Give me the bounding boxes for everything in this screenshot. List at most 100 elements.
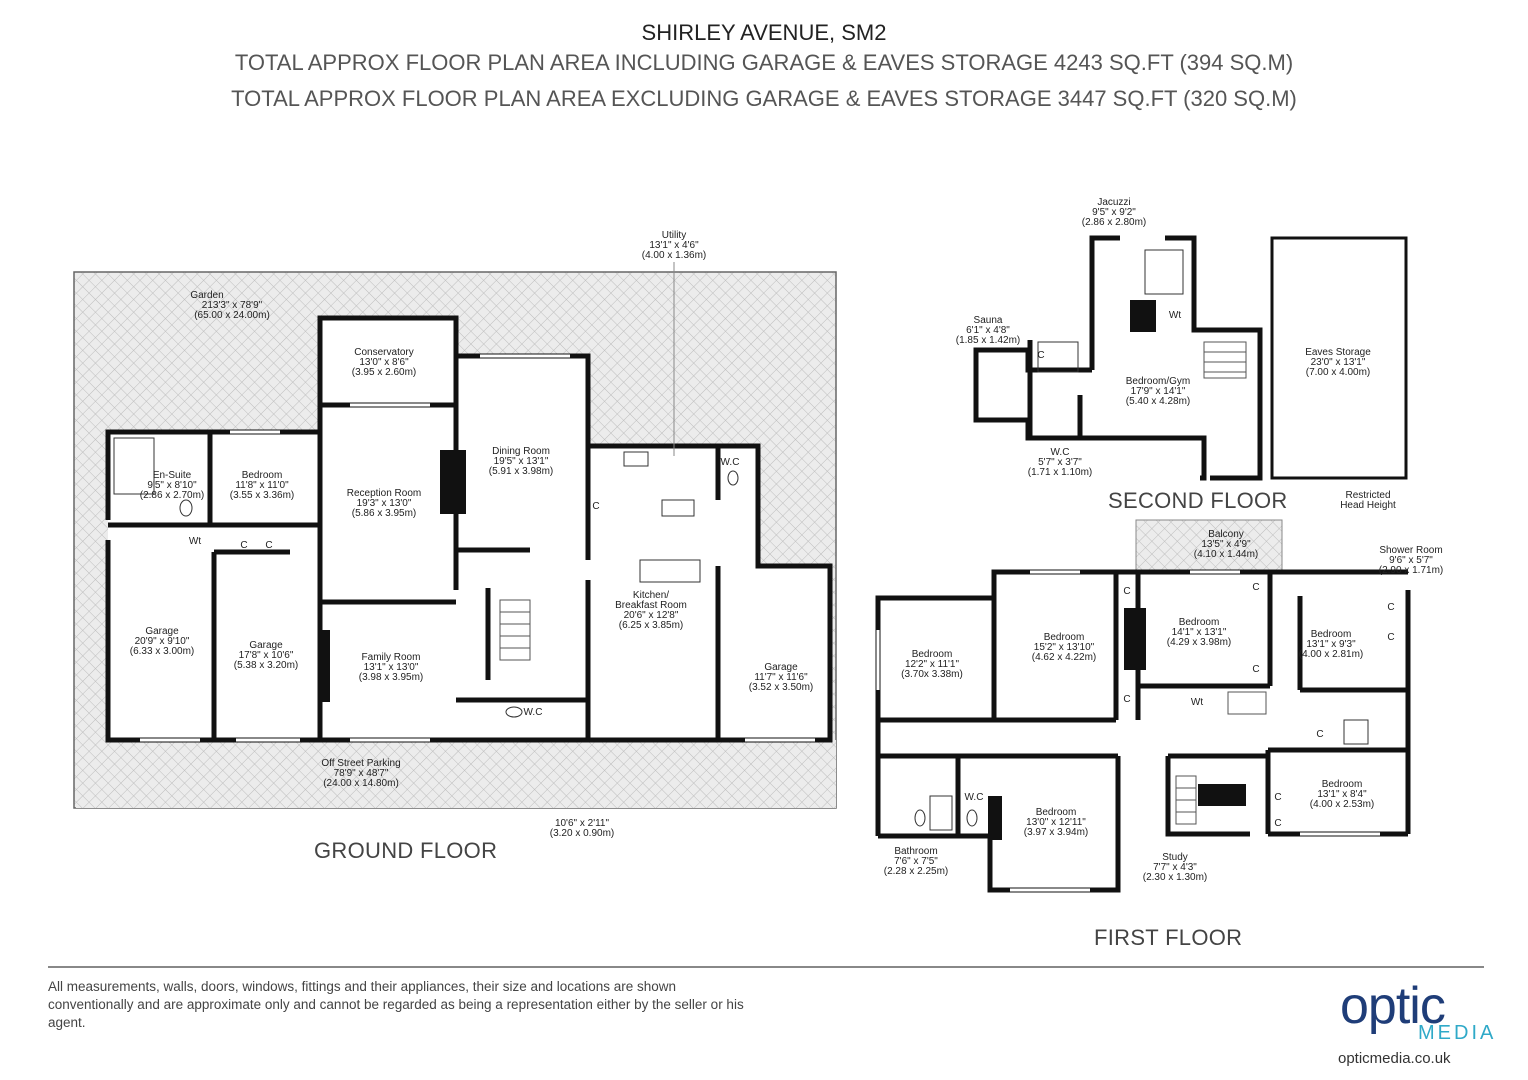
bedroom-first-2-size: 15'2" x 13'10" bbox=[1034, 642, 1095, 653]
first-floor-plan: Balcony 13'5" x 4'9" (4.10 x 1.44m) Show… bbox=[875, 519, 1443, 893]
garage-2-size: 17'8" x 10'6" bbox=[239, 650, 294, 661]
optic-media-logo: optic MEDIA opticmedia.co.uk bbox=[1338, 977, 1493, 1067]
hob bbox=[661, 499, 695, 517]
bedroom-first-3-label: Bedroom bbox=[1179, 617, 1220, 628]
cupboard-symbol: C bbox=[240, 540, 247, 551]
bedroom-ground-metric: (3.55 x 3.36m) bbox=[230, 490, 294, 501]
restricted-label: Restricted bbox=[1345, 490, 1390, 501]
family-room-label: Family Room bbox=[362, 652, 421, 663]
sauna-metric: (1.85 x 1.42m) bbox=[956, 335, 1020, 346]
gym-label: Bedroom/Gym bbox=[1126, 376, 1190, 387]
cupboard-symbol: C bbox=[1274, 818, 1281, 829]
bedroom-first-4-metric: (4.00 x 2.81m) bbox=[1299, 649, 1363, 660]
bedroom-first-5-size: 13'1" x 8'4" bbox=[1317, 789, 1367, 800]
cupboard-symbol: C bbox=[1037, 350, 1044, 361]
bedroom-first-2-label: Bedroom bbox=[1044, 632, 1085, 643]
utility-size: 13'1" x 4'6" bbox=[649, 240, 699, 251]
conservatory-metric: (3.95 x 2.60m) bbox=[352, 367, 416, 378]
parking-size: 78'9" x 48'7" bbox=[334, 768, 389, 779]
dining-size: 19'5" x 13'1" bbox=[494, 456, 549, 467]
dining-metric: (5.91 x 3.98m) bbox=[489, 466, 553, 477]
gym-size: 17'9" x 14'1" bbox=[1131, 386, 1186, 397]
balcony-metric: (4.10 x 1.44m) bbox=[1194, 549, 1258, 560]
second-floor-label: SECOND FLOOR bbox=[1108, 488, 1288, 513]
study-label: Study bbox=[1162, 852, 1188, 863]
toilet bbox=[505, 706, 523, 718]
jacuzzi-label: Jacuzzi bbox=[1097, 197, 1130, 208]
reception-size: 19'3" x 13'0" bbox=[357, 498, 412, 509]
cupboard-symbol: C bbox=[1387, 632, 1394, 643]
jacuzzi-bath bbox=[1144, 249, 1184, 295]
website-url: opticmedia.co.uk bbox=[1338, 1050, 1451, 1067]
island bbox=[639, 559, 701, 583]
stairwell-void bbox=[1198, 784, 1246, 806]
chimney-breast bbox=[440, 450, 466, 514]
garage-1-label: Garage bbox=[145, 626, 179, 637]
bathroom-metric: (2.28 x 2.25m) bbox=[884, 866, 948, 877]
bedroom-first-3-size: 14'1" x 13'1" bbox=[1172, 627, 1227, 638]
logo-subtitle: MEDIA bbox=[1418, 1022, 1497, 1044]
reception-metric: (5.86 x 3.95m) bbox=[352, 508, 416, 519]
cupboard-symbol: C bbox=[1252, 582, 1259, 593]
bedroom-first-1-size: 12'2" x 11'1" bbox=[905, 659, 960, 670]
garage-2-label: Garage bbox=[249, 640, 283, 651]
conservatory-size: 13'0" x 8'6" bbox=[359, 357, 409, 368]
family-room-metric: (3.98 x 3.95m) bbox=[359, 672, 423, 683]
kitchen-size: 20'6" x 12'8" bbox=[624, 610, 679, 621]
shower-tray bbox=[1343, 719, 1369, 745]
cupboard-symbol: C bbox=[592, 501, 599, 512]
logo-wordmark: optic bbox=[1340, 977, 1446, 1035]
balcony-label: Balcony bbox=[1208, 529, 1244, 540]
toilet bbox=[179, 499, 193, 517]
dining-label: Dining Room bbox=[492, 446, 550, 457]
bedroom-ground-label: Bedroom bbox=[242, 470, 283, 481]
balcony-size: 13'5" x 4'9" bbox=[1201, 539, 1251, 550]
cupboard-symbol: C bbox=[1123, 586, 1130, 597]
shower-room-size: 9'6" x 5'7" bbox=[1389, 555, 1433, 566]
bedroom-first-5-metric: (4.00 x 2.53m) bbox=[1310, 799, 1374, 810]
cupboard-symbol: C bbox=[1274, 792, 1281, 803]
ground-floor-labels: Utility 13'1" x 4'6" (4.00 x 1.36m) Gard… bbox=[130, 230, 813, 839]
sink bbox=[623, 451, 649, 467]
toilet bbox=[727, 470, 739, 486]
wc-second-label: W.C bbox=[1051, 447, 1070, 458]
parking-label: Off Street Parking bbox=[321, 758, 400, 769]
ground-floor-label: GROUND FLOOR bbox=[314, 838, 498, 863]
kitchen-label: Kitchen/ bbox=[633, 590, 669, 601]
ensuite-label: En-Suite bbox=[153, 470, 192, 481]
wc-first-label: W.C bbox=[965, 792, 984, 803]
first-floor-label: FIRST FLOOR bbox=[1094, 925, 1243, 950]
parking-area bbox=[76, 740, 836, 808]
footer-divider bbox=[48, 966, 1484, 968]
bay-size: 10'6" x 2'11" bbox=[555, 818, 610, 829]
water-tank-symbol: Wt bbox=[1191, 697, 1203, 708]
wc-second-metric: (1.71 x 1.10m) bbox=[1028, 467, 1092, 478]
cupboard-symbol: C bbox=[265, 540, 272, 551]
chimney-block bbox=[1130, 300, 1156, 332]
garage-3-metric: (3.52 x 3.50m) bbox=[749, 682, 813, 693]
eaves-storage-room bbox=[1270, 236, 1408, 480]
reception-label: Reception Room bbox=[347, 488, 421, 499]
garden-label: Garden bbox=[190, 290, 223, 301]
toilet bbox=[914, 809, 926, 827]
kitchen-metric: (6.25 x 3.85m) bbox=[619, 620, 683, 631]
bedroom-first-6-metric: (3.97 x 3.94m) bbox=[1024, 827, 1088, 838]
bedroom-first-2-metric: (4.62 x 4.22m) bbox=[1032, 652, 1096, 663]
bedroom-first-4-label: Bedroom bbox=[1311, 629, 1352, 640]
chimney-breast bbox=[1124, 608, 1146, 670]
jacuzzi-size: 9'5" x 9'2" bbox=[1092, 207, 1136, 218]
chimney-breast bbox=[318, 630, 330, 702]
wc-ground-2-label: W.C bbox=[721, 457, 740, 468]
sauna-label: Sauna bbox=[974, 315, 1003, 326]
garage-2-metric: (5.38 x 3.20m) bbox=[234, 660, 298, 671]
bedroom-first-3-metric: (4.29 x 3.98m) bbox=[1167, 637, 1231, 648]
shower-room-metric: (2.90 x 1.71m) bbox=[1379, 565, 1443, 576]
area-including-garage: TOTAL APPROX FLOOR PLAN AREA INCLUDING G… bbox=[234, 50, 1294, 75]
cupboard-symbol: C bbox=[1387, 602, 1394, 613]
wc-second-size: 5'7" x 3'7" bbox=[1038, 457, 1082, 468]
garage-1-size: 20'9" x 9'10" bbox=[135, 636, 190, 647]
garage-3-size: 11'7" x 11'6" bbox=[754, 672, 808, 683]
garage-1-metric: (6.33 x 3.00m) bbox=[130, 646, 194, 657]
balcony-area bbox=[1135, 519, 1283, 573]
